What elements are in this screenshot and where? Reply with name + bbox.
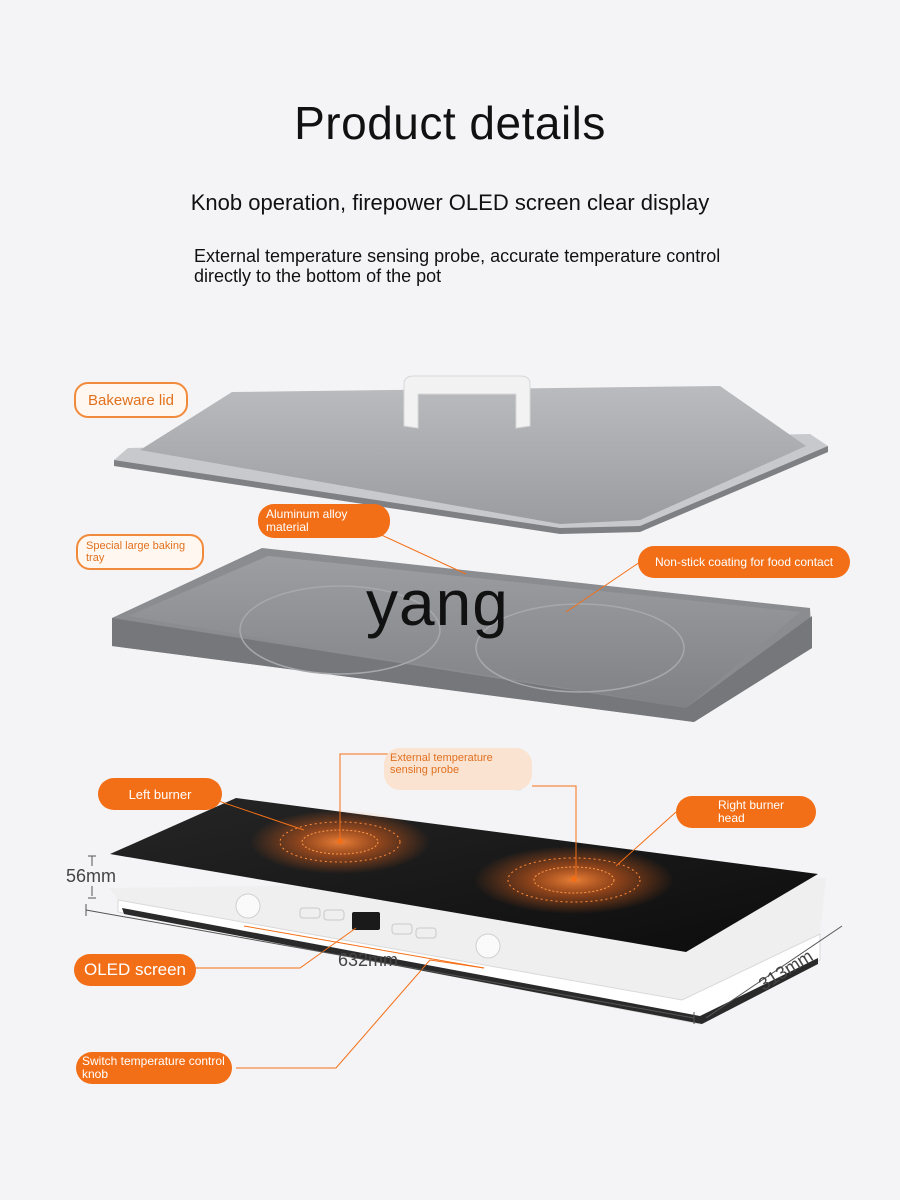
bakeware-lid bbox=[114, 375, 828, 534]
label-knob: Switch temperature control knob bbox=[76, 1052, 232, 1084]
feature-description: External temperature sensing probe, accu… bbox=[194, 246, 721, 286]
induction-cooktop bbox=[110, 798, 826, 1025]
label-non-stick: Non-stick coating for food contact bbox=[638, 546, 850, 578]
watermark-text: yang bbox=[366, 567, 509, 639]
page-subtitle: Knob operation, firepower OLED screen cl… bbox=[190, 190, 710, 215]
label-left-burner: Left burner bbox=[98, 778, 222, 810]
label-bakeware-lid: Bakeware lid bbox=[74, 382, 188, 418]
label-right-burner: Right burner head bbox=[676, 796, 816, 828]
length-dimension: 632mm bbox=[338, 950, 399, 970]
baking-tray bbox=[112, 548, 812, 722]
label-baking-tray: Special large baking tray bbox=[76, 534, 204, 570]
dimension-lines bbox=[85, 855, 843, 1024]
page-title: Product details bbox=[294, 97, 606, 149]
label-probe: External temperature sensing probe bbox=[384, 748, 532, 790]
label-oled-screen: OLED screen bbox=[74, 954, 196, 986]
label-aluminum-alloy: Aluminum alloy material bbox=[258, 504, 390, 538]
height-dimension: 56mm bbox=[66, 866, 117, 886]
right-burner-glow bbox=[474, 846, 674, 914]
control-panel bbox=[235, 893, 501, 959]
